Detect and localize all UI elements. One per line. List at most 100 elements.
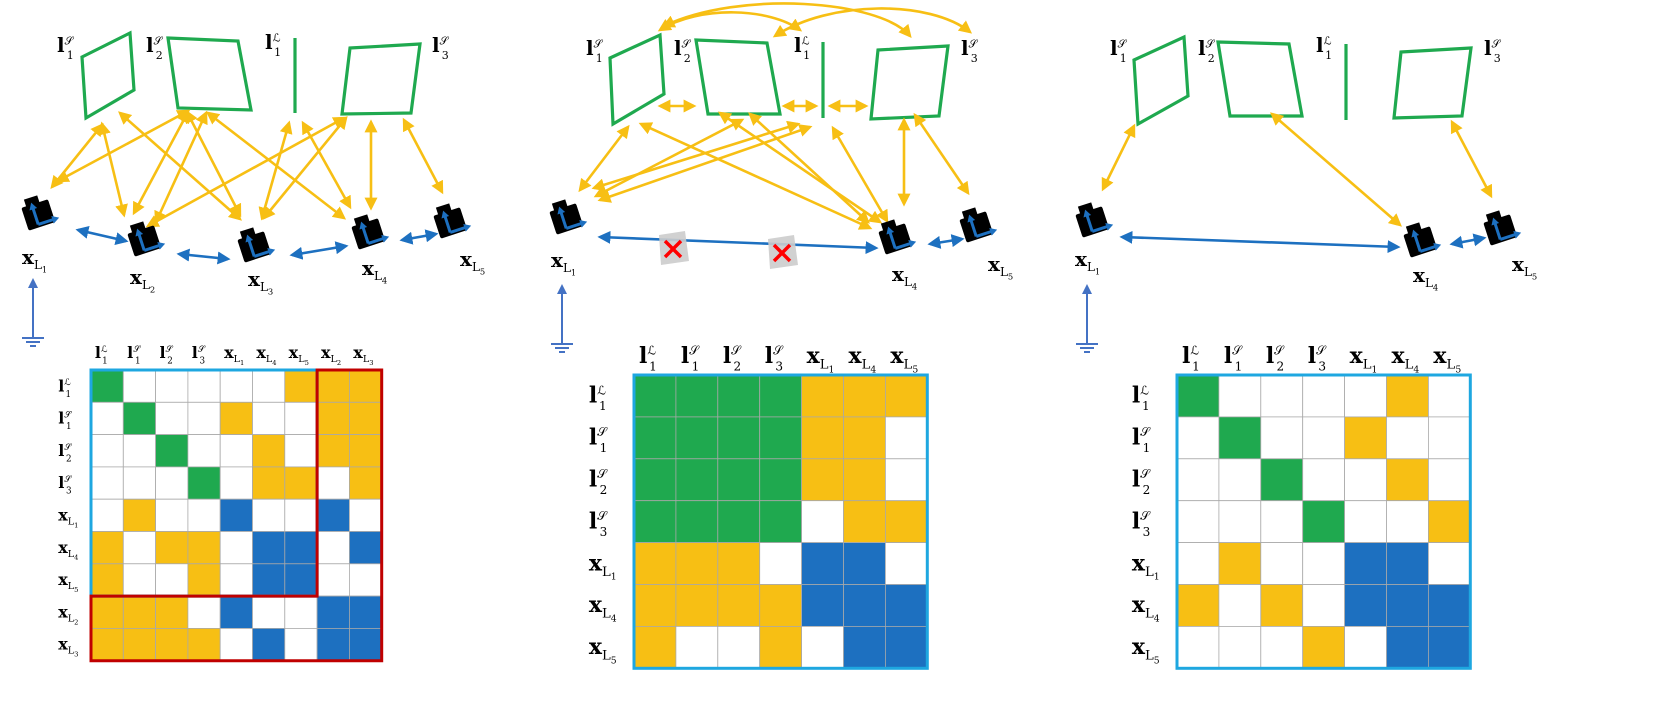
matrix-cell [187, 498, 221, 532]
matrix-cell [122, 369, 157, 403]
landmarks [80, 30, 422, 121]
matrix-cell [633, 416, 677, 460]
matrix-cell [122, 401, 157, 435]
matrix-cell [252, 434, 286, 468]
camera-icon-xL1 [21, 195, 60, 231]
matrix-cell [155, 401, 189, 435]
plane-landmark-l3S [340, 42, 422, 116]
matrix-cell [675, 584, 719, 627]
pose-factor-edge [399, 229, 439, 245]
matrix-cell [1344, 416, 1387, 460]
matrix-cell [90, 401, 124, 435]
col-header-xL4: xL4 [849, 343, 877, 375]
matrix-cell [843, 584, 886, 627]
matrix-cell [155, 531, 189, 565]
poses [549, 199, 998, 255]
camera-top [129, 221, 146, 235]
matrix-cell [122, 563, 157, 597]
node-label-xL5: xL5 [988, 252, 1013, 282]
pose-axis-arrowheads [1491, 217, 1522, 239]
matrix-cell [155, 498, 189, 532]
col-header-xL4: xL4 [1392, 343, 1420, 375]
landmark-landmark-factor-edge [772, 7, 973, 38]
landmark-factor-edge [638, 122, 873, 230]
node-label-xL1: xL1 [22, 245, 47, 275]
matrix-cell [717, 500, 761, 544]
matrix-cell [885, 584, 928, 627]
matrix-cell [1302, 458, 1345, 502]
poses [21, 195, 472, 263]
matrix-cell [1260, 416, 1304, 460]
matrix-cell [1176, 500, 1220, 544]
poses [1075, 202, 1522, 258]
node-label-xL2: xL2 [130, 265, 155, 295]
landmark-factor-edge [50, 122, 104, 190]
matrix-cell [759, 374, 803, 418]
matrix-cell [885, 416, 928, 460]
matrix-cell [316, 628, 350, 662]
matrix-cell [759, 416, 803, 460]
camera-top [1405, 222, 1422, 236]
matrix-cell [1302, 584, 1345, 627]
removed-cross-icon [663, 239, 683, 259]
row-header-xL5: xL5 [58, 570, 78, 594]
node-label-xL4: xL4 [1413, 263, 1438, 293]
removed-pose-marker [659, 231, 689, 265]
matrix-cell [1218, 500, 1262, 544]
camera-icon-xL2 [127, 221, 166, 257]
col-header-xL3: xL3 [353, 343, 373, 367]
matrix-cell [717, 458, 761, 502]
landmark-factor-edge [831, 125, 889, 224]
pose-axis-arrowheads [967, 214, 998, 236]
matrix-cell [759, 500, 803, 544]
matrix-cell [1260, 374, 1304, 418]
matrix-cell [675, 458, 719, 502]
landmark-factor-edge [301, 120, 352, 210]
matrix-cell [1176, 584, 1220, 627]
matrix-cell [252, 466, 286, 500]
matrix-cell [348, 434, 383, 468]
row-header-xL3: xL3 [58, 635, 78, 659]
matrix-cell [187, 531, 221, 565]
matrix-frame [1175, 373, 1472, 670]
camera-top [435, 203, 452, 217]
matrix-cell [316, 531, 350, 565]
row-header-xL2: xL2 [58, 602, 78, 626]
matrix-cell [187, 369, 221, 403]
matrix-cell [1344, 458, 1387, 502]
matrix-cell [155, 595, 189, 629]
removed-pose-marker [768, 235, 798, 269]
matrix-cell [1386, 458, 1429, 502]
matrix-cell [1176, 416, 1220, 460]
matrix-cell [1218, 584, 1262, 627]
landmark-factor-edge [1270, 112, 1402, 227]
landmark-factor-edge [913, 112, 970, 196]
matrix-cell [284, 628, 318, 662]
camera-top [239, 227, 256, 241]
camera-icon-xL3 [237, 227, 276, 263]
row-header-xL1: xL1 [589, 550, 617, 582]
matrix-cell [1428, 542, 1471, 585]
col-header-xL5: xL5 [890, 343, 918, 375]
matrix-cell [675, 500, 719, 544]
matrix-cell [1302, 374, 1345, 418]
matrix-frame [632, 373, 929, 670]
matrix-cell [219, 563, 253, 597]
matrix-cell [717, 584, 761, 627]
pose-factor-edge [75, 225, 129, 246]
matrix-cell [284, 563, 318, 597]
matrix-cell [1344, 542, 1387, 585]
matrix-cell [885, 542, 928, 585]
